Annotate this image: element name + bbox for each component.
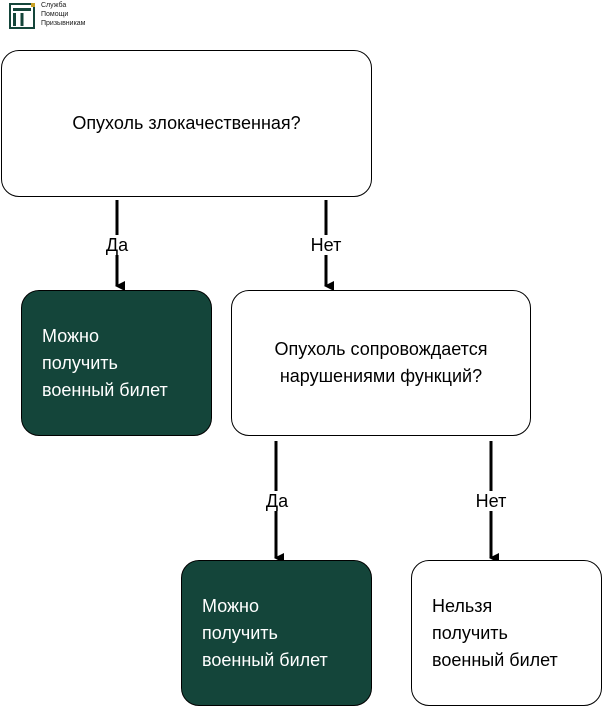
node-yes1-can-get-id: Можно получить военный билет — [21, 290, 212, 436]
edge-label-q2-no: Нет — [473, 491, 509, 511]
logo-line-2: Помощи — [41, 11, 69, 18]
node-q2-function-impairment: Опухоль сопровождается нарушениями функц… — [231, 290, 531, 436]
logo-line-1: Служба — [41, 2, 67, 9]
node-q1-malignant: Опухоль злокачественная? — [1, 50, 372, 197]
logo-mark-icon — [9, 3, 35, 29]
logo: Служба Помощи Призывникам — [9, 0, 119, 32]
node-yes2-can-get-id: Можно получить военный билет — [181, 560, 372, 706]
edge-label-q1-yes: Да — [103, 235, 131, 255]
node-yes2-text: Можно получить военный билет — [202, 595, 328, 670]
edge-label-q2-yes: Да — [263, 491, 291, 511]
logo-line-3: Призывникам — [41, 20, 86, 27]
node-no2-text: Нельзя получить военный билет — [432, 595, 558, 670]
node-q2-text: Опухоль сопровождается нарушениями функц… — [274, 339, 488, 386]
node-yes1-text: Можно получить военный билет — [42, 325, 168, 400]
node-no2-cannot-get-id: Нельзя получить военный билет — [411, 560, 602, 706]
edge-label-q1-no: Нет — [308, 235, 344, 255]
node-q1-text: Опухоль злокачественная? — [72, 113, 301, 133]
logo-text: Служба Помощи Призывникам — [41, 1, 86, 28]
